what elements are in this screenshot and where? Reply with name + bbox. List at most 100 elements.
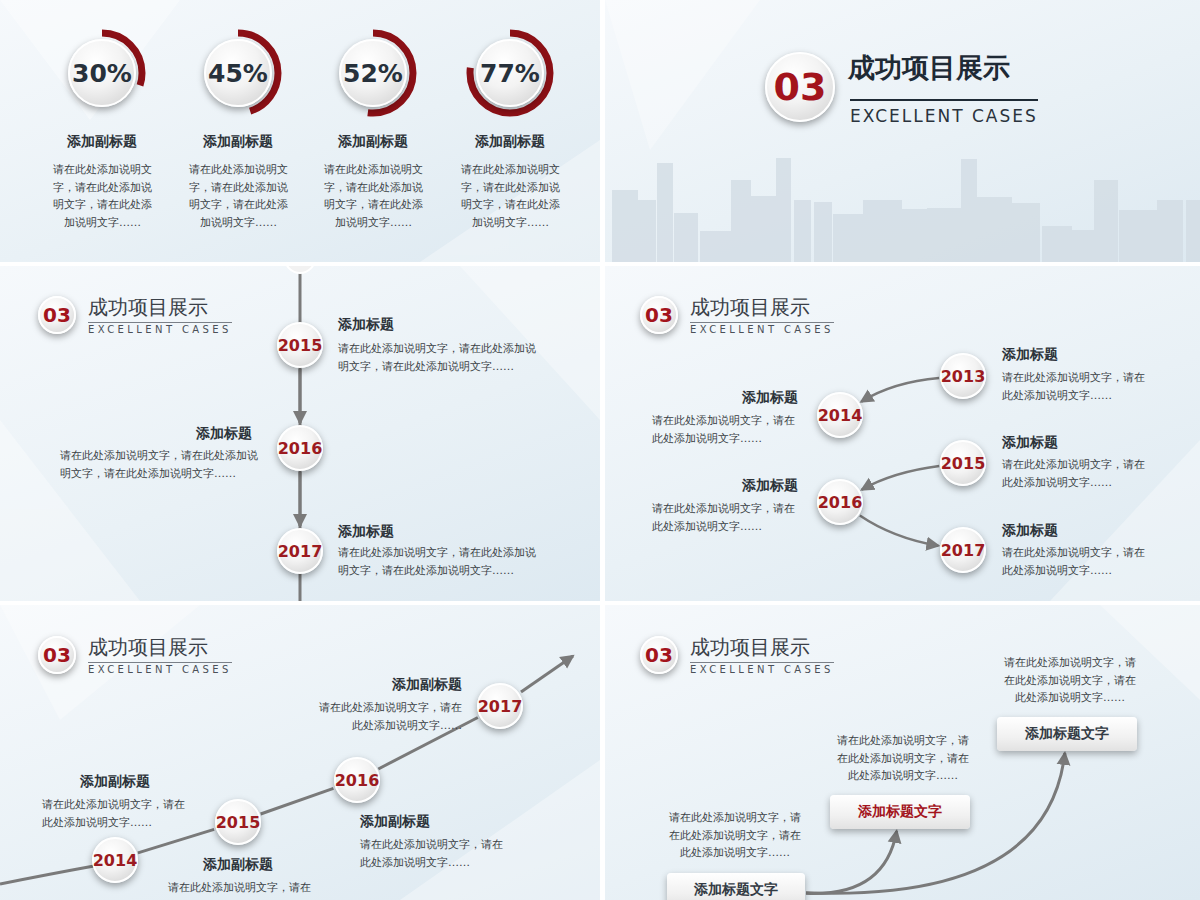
circle-text: 03 <box>645 643 673 667</box>
building <box>1119 210 1157 262</box>
circle-text: 2016 <box>335 771 380 790</box>
box-text: 添加标题文字 <box>1025 725 1109 743</box>
description: 请在此处添加说明文字，请在此处添加说明文字，请在此处添加说明文字…… <box>664 809 806 862</box>
description: 请在此处添加说明文字，请在此处添加说明文字，请在此处添加说明文字…… <box>50 161 155 231</box>
growth-curve <box>0 656 573 884</box>
description: 请在此处添加说明文字，请在此处添加说明文字，请在此处添加说明文字…… <box>458 161 563 231</box>
section-title: 成功项目展示 <box>88 294 208 321</box>
title-box: 添加标题文字 <box>997 717 1137 751</box>
city-skyline <box>612 158 1200 262</box>
subtitle: 添加副标题 <box>323 133 423 151</box>
connector <box>299 472 302 526</box>
description: 请在此处添加说明文字，请在此处添加说明文字，请在此处添加说明文字…… <box>186 161 291 231</box>
subtitle: 添加标题 <box>338 316 394 334</box>
building <box>976 197 1012 262</box>
description: 请在此处添加说明文字，请在此处添加说明文字…… <box>652 500 802 535</box>
connector <box>862 466 939 490</box>
connector <box>861 378 939 402</box>
description: 请在此处添加说明文字，请在此处添加说明文字…… <box>1002 544 1152 579</box>
year-circle: 52% <box>339 39 407 107</box>
building <box>636 200 656 262</box>
section-title: 成功项目展示 <box>848 50 1010 86</box>
section-subtitle: EXCELLENT CASES <box>850 99 1038 126</box>
circle-text: 2014 <box>93 851 138 870</box>
box-text: 添加标题文字 <box>694 881 778 899</box>
circle-text: 2017 <box>278 542 323 561</box>
subtitle: 添加标题 <box>1002 434 1058 452</box>
circle-text: 52% <box>343 59 403 88</box>
section-subtitle: EXCELLENT CASES <box>88 662 232 675</box>
circle-text: 2015 <box>941 454 986 473</box>
description: 请在此处添加说明文字，请在此处添加说明文字…… <box>42 796 192 831</box>
year-circle: 2016 <box>817 479 863 525</box>
progress-rings <box>62 33 550 113</box>
circle-text: 45% <box>208 59 268 88</box>
building <box>1011 203 1040 262</box>
circle-text: 2014 <box>818 406 863 425</box>
section-title: 成功项目展示 <box>690 294 810 321</box>
circle-text: 03 <box>774 65 827 109</box>
year-circle: 77% <box>476 39 544 107</box>
building <box>814 202 832 262</box>
building <box>700 231 731 262</box>
building <box>927 208 961 262</box>
circle-text: 2015 <box>278 336 323 355</box>
year-circle: 2014 <box>92 837 138 883</box>
year-circle: 03 <box>765 52 835 122</box>
year-circle: 2015 <box>215 799 261 845</box>
section-subtitle: EXCELLENT CASES <box>690 662 834 675</box>
title-box: 添加标题文字 <box>830 795 970 829</box>
subtitle: 添加标题 <box>690 477 798 495</box>
section-subtitle: EXCELLENT CASES <box>88 322 232 335</box>
circle-text: 2016 <box>818 493 863 512</box>
description: 请在此处添加说明文字，请在 <box>168 879 328 897</box>
circle-text: 2016 <box>278 439 323 458</box>
connector <box>860 515 939 545</box>
circle-text: 03 <box>43 303 71 327</box>
section-title: 成功项目展示 <box>88 634 208 661</box>
subtitle: 添加标题 <box>690 389 798 407</box>
building <box>1094 180 1118 262</box>
description: 请在此处添加说明文字，请在此处添加说明文字，请在此处添加说明文字…… <box>832 732 974 785</box>
circle-text: 30% <box>72 59 132 88</box>
section-title: 成功项目展示 <box>690 634 810 661</box>
description: 请在此处添加说明文字，请在此处添加说明文字…… <box>360 836 510 871</box>
year-circle: 2017 <box>477 683 523 729</box>
building <box>961 159 977 262</box>
description: 请在此处添加说明文字，请在此处添加说明文字…… <box>1002 369 1152 404</box>
box-text: 添加标题文字 <box>858 803 942 821</box>
description: 请在此处添加说明文字，请在此处添加说明文字，请在此处添加说明文字…… <box>999 654 1141 707</box>
building <box>776 158 791 262</box>
subtitle: 添加标题 <box>338 523 394 541</box>
year-circle: 2017 <box>940 527 986 573</box>
year-circle: 2014 <box>817 392 863 438</box>
year-circle: 2013 <box>940 353 986 399</box>
building <box>833 214 864 262</box>
building <box>1042 226 1072 262</box>
description: 请在此处添加说明文字，请在此处添加说明文字…… <box>1002 456 1152 491</box>
description: 请在此处添加说明文字，请在此处添加说明文字，请在此处添加说明文字…… <box>60 447 260 482</box>
building <box>1186 200 1200 262</box>
description: 请在此处添加说明文字，请在此处添加说明文字，请在此处添加说明文字…… <box>338 340 538 375</box>
subtitle: 添加副标题 <box>340 676 462 694</box>
building <box>674 213 698 262</box>
circle-text: 03 <box>645 303 673 327</box>
building <box>749 196 777 262</box>
building <box>1071 230 1096 262</box>
description: 请在此处添加说明文字，请在此处添加说明文字…… <box>312 699 462 734</box>
year-circle: 03 <box>640 296 678 334</box>
year-circle: 2015 <box>940 440 986 486</box>
subtitle: 添加副标题 <box>80 773 150 791</box>
subtitle: 添加标题 <box>140 425 252 443</box>
year-circle: 03 <box>38 636 76 674</box>
year-circle: 45% <box>204 39 272 107</box>
subtitle: 添加标题 <box>1002 346 1058 364</box>
connector <box>299 369 302 423</box>
subtitle: 添加副标题 <box>203 856 273 874</box>
building <box>863 200 902 262</box>
circle-text: 2013 <box>941 367 986 386</box>
description: 请在此处添加说明文字，请在此处添加说明文字，请在此处添加说明文字…… <box>321 161 426 231</box>
subtitle: 添加副标题 <box>188 133 288 151</box>
